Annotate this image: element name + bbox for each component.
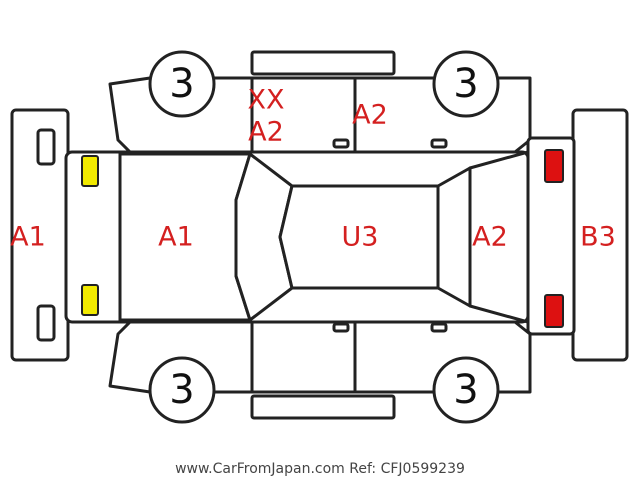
label-right-front-door: A2	[352, 100, 388, 131]
label-front-bumper: A1	[10, 222, 46, 253]
taillight-markers	[544, 149, 564, 328]
tire-front-right: 3	[148, 50, 216, 118]
headlight-top-marker	[81, 155, 99, 187]
label-rear-bumper: B3	[580, 222, 616, 253]
label-right-pillar-a2: A2	[248, 117, 284, 148]
tire-rear-right: 3	[432, 50, 500, 118]
tire-rear-left: 3	[432, 356, 500, 424]
headlight-bottom-marker	[81, 284, 99, 316]
car-body-top-view	[64, 136, 576, 336]
tire-rear-right-rating: 3	[453, 61, 478, 107]
tire-front-right-rating: 3	[169, 61, 194, 107]
headlight-markers	[81, 155, 99, 316]
label-roof: U3	[342, 222, 379, 253]
tire-rear-left-rating: 3	[453, 367, 478, 413]
taillight-top-marker	[544, 149, 564, 183]
watermark: www.CarFromJapan.com Ref: CFJ0599239	[175, 461, 465, 477]
tire-front-left-rating: 3	[169, 367, 194, 413]
label-hood: A1	[158, 222, 194, 253]
label-right-pillar-xx: XX	[248, 85, 285, 116]
label-rear-glass: A2	[472, 222, 508, 253]
taillight-bottom-marker	[544, 294, 564, 328]
tire-front-left: 3	[148, 356, 216, 424]
